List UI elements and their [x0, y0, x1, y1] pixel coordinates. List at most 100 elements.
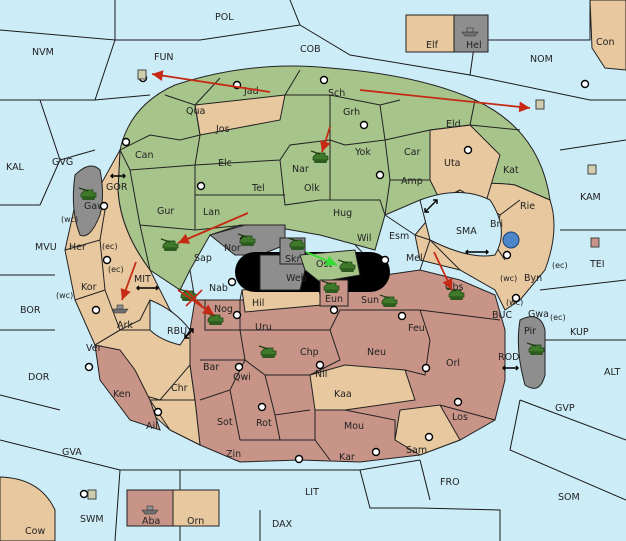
- label-bri: Bri: [490, 219, 503, 230]
- label-bor: BOR: [20, 305, 41, 316]
- label-sap: Sap: [194, 253, 212, 264]
- label-elf: Elf: [426, 40, 439, 51]
- label-gvg: GVG: [52, 157, 73, 168]
- label-kaa: Kaa: [334, 389, 352, 400]
- supply-centre-icon: [91, 305, 101, 315]
- label-neu: Neu: [367, 347, 386, 358]
- label-kor-wc: (wc): [56, 291, 73, 300]
- label-aba: Aba: [142, 516, 160, 527]
- label-rot: Rot: [256, 418, 272, 429]
- support-arrow-icon: [305, 251, 338, 266]
- label-esm: Esm: [389, 231, 409, 242]
- supply-centre-icon: [511, 293, 521, 303]
- sea-labels: POL NVM FUN COB NOM Con KAL GVG GOR KAM …: [6, 12, 620, 537]
- label-nar: Nar: [292, 164, 309, 175]
- label-gwa-ec: (ec): [550, 313, 566, 322]
- label-gva: GVA: [62, 447, 82, 458]
- label-sot: Sot: [217, 417, 233, 428]
- label-qua: Qua: [186, 106, 205, 117]
- label-nor: Nor: [224, 243, 241, 254]
- canal-arrows: [110, 173, 519, 371]
- land-ken[interactable]: [94, 344, 161, 431]
- label-kup: KUP: [570, 327, 589, 338]
- label-jos: Jos: [215, 124, 230, 135]
- land-elf[interactable]: [405, 14, 455, 53]
- supply-centre-icon: [424, 432, 434, 442]
- land-ost[interactable]: [299, 249, 361, 283]
- province-labels: Jad Sch Qua Jos Grh Eld Can Nar Yok Car …: [69, 86, 549, 463]
- land-orn[interactable]: [172, 489, 220, 527]
- label-ken: Ken: [113, 389, 131, 400]
- supply-centre-icon: [84, 362, 94, 372]
- label-kat: Kat: [503, 165, 519, 176]
- flag-icon: [590, 237, 600, 248]
- sea-rbu[interactable]: [149, 299, 191, 346]
- supply-centre-icon: [502, 250, 512, 260]
- label-can: Can: [135, 150, 153, 161]
- supply-centre-icon: [463, 145, 473, 155]
- label-alt: ALT: [604, 367, 620, 378]
- canal-arrow-icon: [136, 285, 159, 291]
- coast-labels: (wc) (ec) (ec) (wc) (ec) (wc) (wc) (ec): [56, 215, 568, 322]
- canal-arrow-icon: [110, 173, 126, 179]
- sea-sma[interactable]: [419, 192, 502, 257]
- label-bri-wc: (wc): [500, 274, 517, 283]
- label-buc: BUC: [492, 310, 512, 321]
- label-elc: Elc: [218, 158, 232, 169]
- label-sch: Sch: [328, 88, 345, 99]
- label-tei: TEI: [589, 259, 605, 270]
- order-arrows: [120, 70, 531, 316]
- label-nil: Nil: [315, 369, 327, 380]
- supply-centre-icon: [257, 402, 267, 412]
- land-sam[interactable]: [394, 404, 461, 456]
- supply-centre-icon: [380, 255, 390, 265]
- supply-centre-icon: [99, 201, 109, 211]
- label-pol: POL: [215, 12, 234, 23]
- label-ark: Ark: [117, 320, 133, 331]
- supply-centre-icon: [232, 310, 242, 320]
- move-arrow-icon: [120, 261, 137, 301]
- canal-arrow-icon: [465, 249, 489, 255]
- canal-arrow-icon: [502, 365, 519, 371]
- dislodged-x-icon: [185, 289, 203, 307]
- land-gaw[interactable]: [72, 165, 103, 237]
- label-sam: Sam: [406, 445, 427, 456]
- label-zin: Zin: [226, 449, 241, 460]
- land-ail[interactable]: [149, 399, 201, 446]
- label-gaw-wc: (wc): [61, 215, 78, 224]
- canal-arrow-icon: [184, 328, 194, 339]
- label-lit: LIT: [305, 487, 319, 498]
- label-chp: Chp: [300, 347, 319, 358]
- land-con[interactable]: [589, 0, 626, 71]
- label-rbu: RBU: [167, 326, 187, 337]
- label-obs: Obs: [445, 282, 464, 293]
- move-arrow-icon: [177, 289, 215, 316]
- label-mou: Mou: [344, 421, 364, 432]
- label-uta: Uta: [444, 158, 461, 169]
- label-sun: Sun: [361, 295, 379, 306]
- label-hel: Hel: [466, 40, 482, 51]
- supply-centre-icon: [453, 397, 463, 407]
- label-skr: Skr: [285, 254, 301, 265]
- land-cow[interactable]: [0, 476, 56, 541]
- label-rod: ROD: [498, 352, 519, 363]
- label-gur: Gur: [157, 206, 174, 217]
- label-orn: Orn: [187, 516, 204, 527]
- supply-centre-icon: [121, 137, 131, 147]
- label-kor-ec: (ec): [108, 265, 124, 274]
- label-qwi: Qwi: [233, 372, 251, 383]
- label-hil: Hil: [252, 298, 264, 309]
- label-gwa-wc: (wc): [506, 298, 523, 307]
- label-mvu: MVU: [35, 242, 57, 253]
- flag-icon: [535, 99, 545, 110]
- supply-centre-icon: [315, 360, 325, 370]
- label-chr: Chr: [171, 383, 188, 394]
- flag-icon: [87, 489, 97, 500]
- label-los: Los: [452, 412, 468, 423]
- move-arrow-icon: [320, 126, 331, 153]
- label-dax: DAX: [272, 519, 293, 530]
- label-eun: Eun: [325, 294, 343, 305]
- label-feu: Feu: [408, 323, 425, 334]
